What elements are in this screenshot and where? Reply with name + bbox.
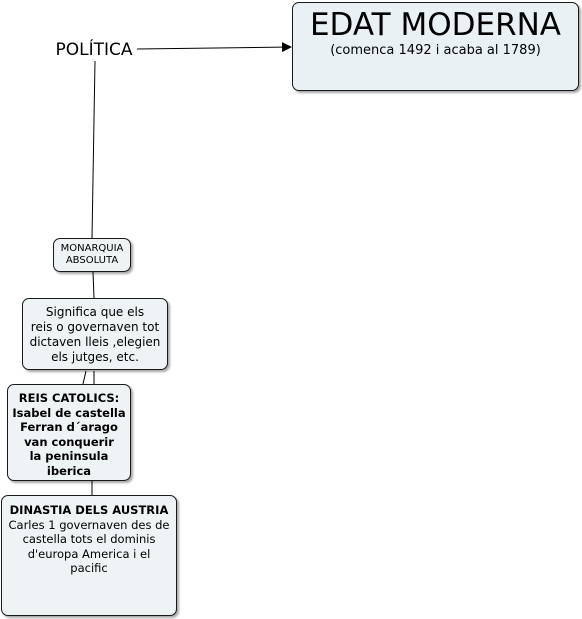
dinastia-line-4: pacific [70, 561, 108, 575]
reis-line-5: la peninsula [29, 449, 109, 463]
significa-line-1: Significa que els [45, 305, 145, 319]
significa-line-4: els jutges, etc. [51, 350, 139, 364]
node-politica[interactable]: POLÍTICA [50, 40, 138, 60]
node-significa[interactable]: Significa que els reis o governaven tot … [22, 298, 168, 370]
link-monarquia-to-significa [92, 271, 95, 299]
significa-line-3: dictaven lleis ,elegien [29, 335, 161, 349]
reis-line-6: iberica [46, 463, 92, 478]
edat-moderna-heading: EDAT MODERNA [309, 7, 562, 43]
link-politica-to-edat-moderna [136, 42, 292, 53]
dinastia-heading: DINASTIA DELS AUSTRIA [9, 503, 169, 517]
monarquia-line-1: MONARQUIA [60, 243, 124, 254]
dinastia-line-2: castella tots el dominis [22, 532, 156, 546]
reis-line-1: REIS CATOLICS: [18, 391, 120, 405]
dinastia-line-1: Carles 1 governaven des de [8, 517, 170, 532]
monarquia-line-2: ABSOLUTA [65, 255, 119, 266]
reis-line-3: Ferran d´arago [20, 420, 118, 434]
link-politica-to-monarquia [91, 60, 96, 239]
reis-line-2: Isabel de castella [12, 405, 126, 420]
node-monarquia-absoluta[interactable]: MONARQUIA ABSOLUTA [53, 238, 131, 272]
node-reis-catolics[interactable]: REIS CATOLICS: Isabel de castella Ferran… [7, 384, 131, 481]
node-edat-moderna[interactable]: EDAT MODERNA (comenca 1492 i acaba al 17… [292, 2, 579, 91]
link-significa-to-reis-a [82, 370, 87, 385]
dinastia-line-3: d'europa America i el [27, 546, 151, 561]
edat-moderna-subtitle: (comenca 1492 i acaba al 1789) [330, 43, 541, 58]
significa-line-2: reis o governaven tot [30, 320, 160, 334]
politica-label: POLÍTICA [55, 40, 133, 60]
reis-line-4: van conquerir [24, 434, 114, 449]
node-dinastia-austria[interactable]: DINASTIA DELS AUSTRIA Carles 1 governave… [1, 495, 177, 616]
